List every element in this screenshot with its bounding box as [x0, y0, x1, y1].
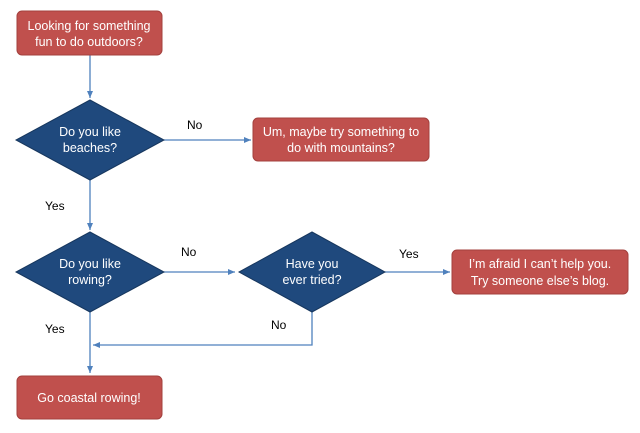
edge-label-tried-no: No — [271, 318, 287, 332]
node-afraid-line2: Try someone else’s blog. — [471, 274, 609, 288]
node-tried-line1: Have you — [286, 257, 339, 271]
node-coastal-box — [16, 375, 163, 420]
edge-label-beaches-no: No — [187, 118, 203, 132]
connectors — [87, 55, 450, 373]
node-afraid-box — [451, 249, 629, 295]
edge-label-rowing-yes: Yes — [45, 322, 65, 336]
node-mountains-box — [252, 117, 430, 162]
node-tried-decision: Have you ever tried? — [237, 231, 387, 313]
edge-label-rowing-no: No — [181, 245, 197, 259]
node-beaches-line2: beaches? — [63, 141, 117, 155]
node-rowing-line2: rowing? — [68, 273, 112, 287]
edge-labels: No Yes No Yes Yes No — [45, 118, 419, 336]
node-tried-line2: ever tried? — [282, 273, 341, 287]
node-rowing-line1: Do you like — [59, 257, 121, 271]
node-rowing-diamond — [14, 231, 166, 313]
node-start-line2: fun to do outdoors? — [35, 35, 143, 49]
connector-tried-no-to-rowing-path — [93, 312, 313, 348]
node-start-box — [16, 10, 163, 56]
node-start-line1: Looking for something — [28, 19, 151, 33]
node-rowing-decision: Do you like rowing? — [14, 231, 166, 313]
node-start: Looking for something fun to do outdoors… — [16, 10, 163, 56]
node-beaches-decision: Do you like beaches? — [14, 99, 166, 181]
node-beaches-diamond — [14, 99, 166, 181]
node-tried-diamond — [237, 231, 387, 313]
node-mountains: Um, maybe try something to do with mount… — [252, 117, 430, 162]
node-mountains-line2: do with mountains? — [287, 141, 395, 155]
edge-label-beaches-yes: Yes — [45, 199, 65, 213]
node-mountains-line1: Um, maybe try something to — [263, 125, 419, 139]
node-afraid-line1: I’m afraid I can’t help you. — [469, 257, 611, 271]
node-beaches-line1: Do you like — [59, 125, 121, 139]
node-coastal: Go coastal rowing! — [16, 375, 163, 420]
node-coastal-line1: Go coastal rowing! — [37, 391, 141, 405]
edge-label-tried-yes: Yes — [399, 247, 419, 261]
node-afraid: I’m afraid I can’t help you. Try someone… — [451, 249, 629, 295]
